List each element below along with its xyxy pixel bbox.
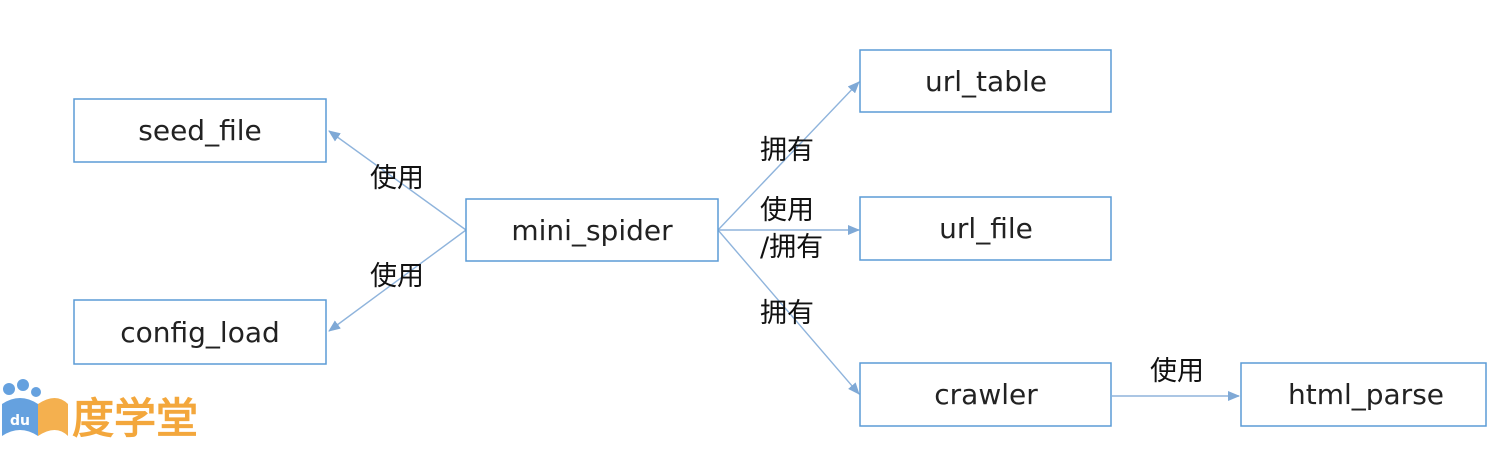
node-url-file-label: url_file [939,212,1033,245]
edge-mini-spider-to-url-table [717,81,860,231]
node-mini-spider-label: mini_spider [511,214,673,247]
logo-badge-text: du [10,413,30,429]
edge-label-crawler-to-html-parse: 使用 [1150,356,1204,387]
node-seed-file: seed_file [73,98,327,163]
edge-label-to-config-load: 使用 [370,261,424,292]
node-crawler: crawler [859,362,1112,427]
node-config-load-label: config_load [120,316,280,349]
edge-mini-spider-to-seed-file [328,130,467,231]
node-crawler-label: crawler [934,378,1038,411]
paw-book-icon: du [2,379,68,436]
edge-label-to-seed-file: 使用 [370,163,424,194]
node-config-load: config_load [73,299,327,365]
edge-label-to-url-file-line2: /拥有 [760,232,823,263]
edge-label-to-url-table: 拥有 [760,135,814,166]
node-mini-spider: mini_spider [465,198,719,262]
node-url-table: url_table [859,49,1112,113]
edge-mini-spider-to-config-load [328,229,467,332]
node-url-table-label: url_table [925,65,1047,98]
logo-text: 度学堂 [72,394,198,443]
node-url-file: url_file [859,196,1112,261]
node-html-parse-label: html_parse [1288,378,1444,411]
logo-watermark: du 度学堂 [2,379,198,443]
edge-label-to-url-file-line1: 使用 [760,195,814,226]
node-html-parse: html_parse [1240,362,1487,427]
node-seed-file-label: seed_file [138,114,261,147]
edge-mini-spider-to-crawler [717,229,860,395]
edge-label-to-crawler: 拥有 [760,298,814,329]
